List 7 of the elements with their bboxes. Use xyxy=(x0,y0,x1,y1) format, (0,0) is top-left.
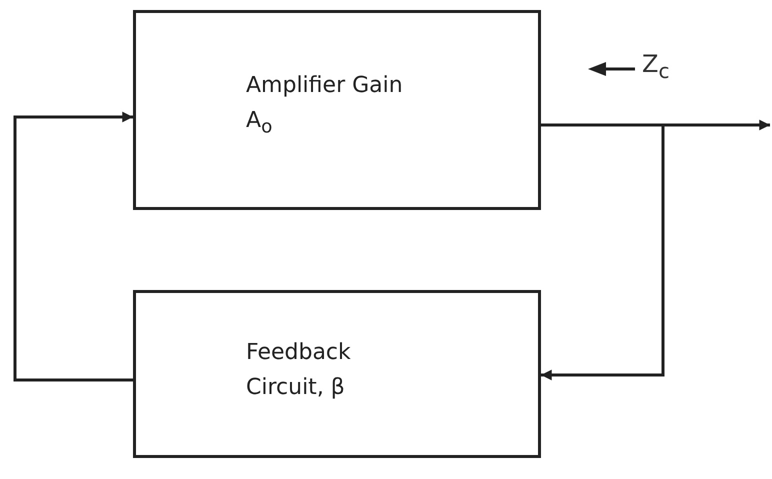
impedance-label: Z$_{c}$ xyxy=(642,50,670,83)
box-label: Feedback Circuit, β xyxy=(246,339,352,402)
arrow xyxy=(540,124,664,380)
arrow xyxy=(14,112,134,382)
process-box xyxy=(133,10,541,210)
process-box xyxy=(133,290,541,458)
box-label: Amplifier Gain A$_{o}$ xyxy=(246,72,404,140)
